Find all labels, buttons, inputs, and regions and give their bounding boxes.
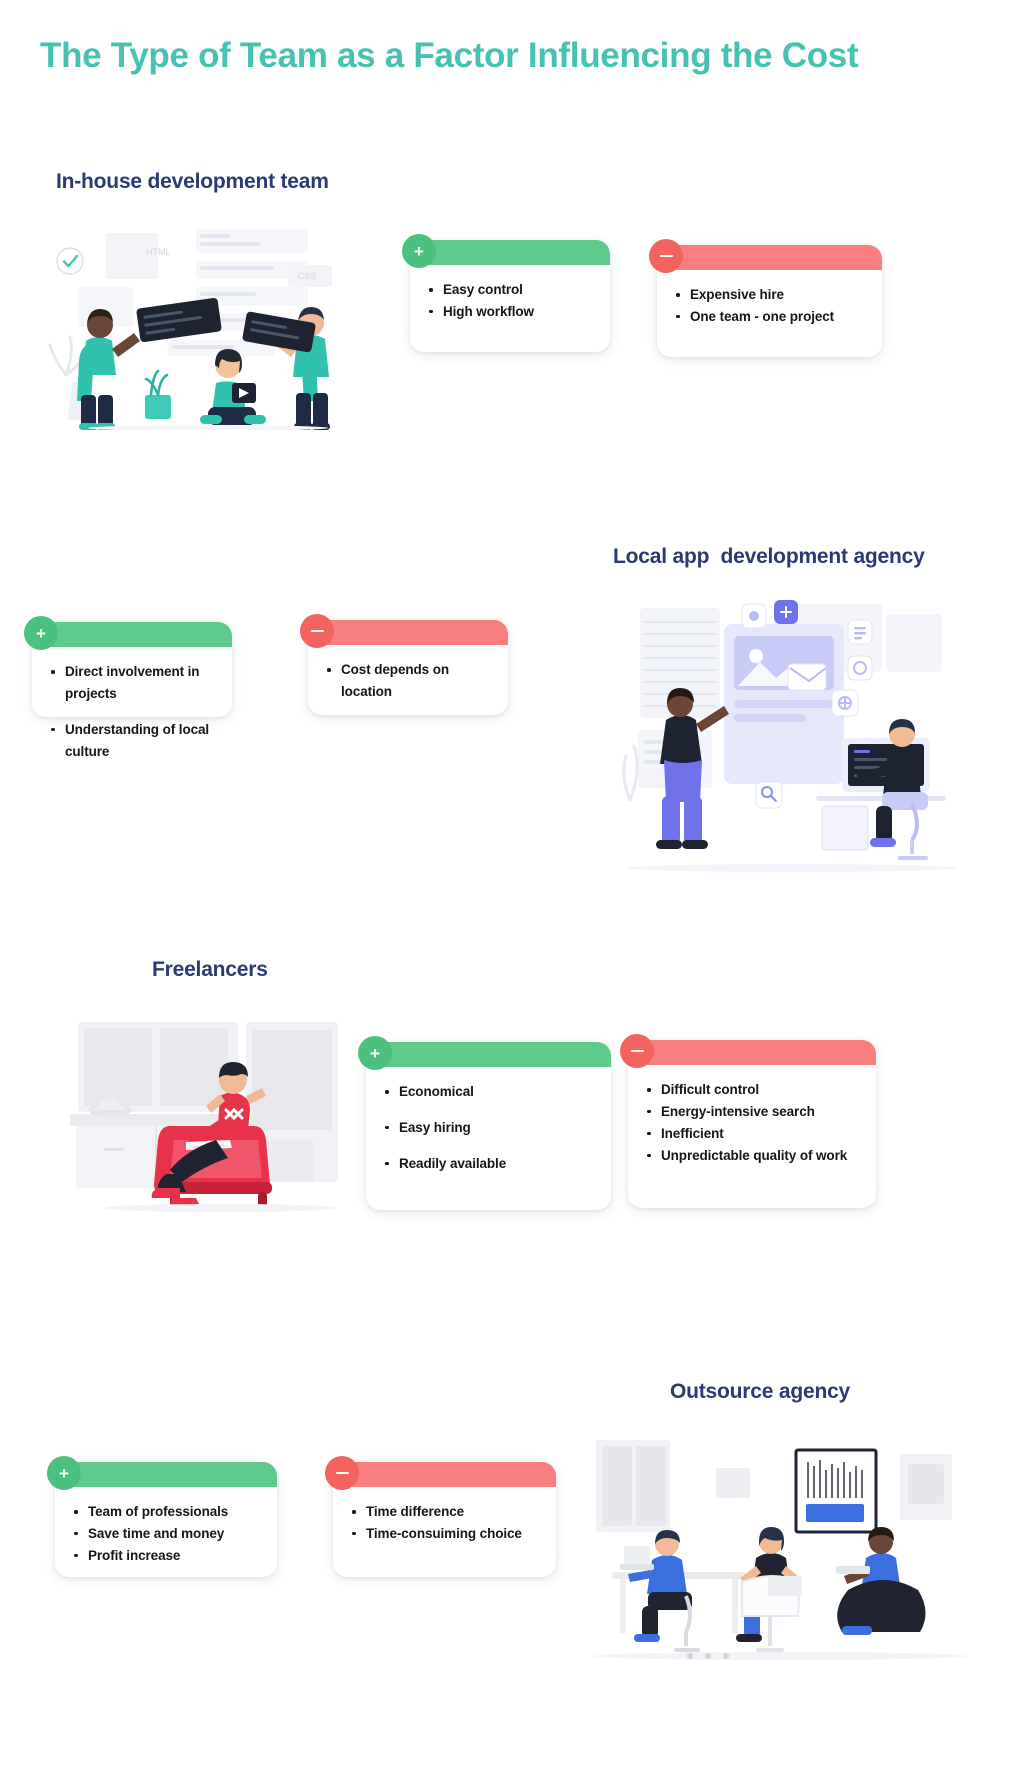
plus-icon: + bbox=[402, 234, 436, 268]
team-at-whiteboard-illustration: HTML CSS bbox=[48, 225, 348, 430]
card-header-negative bbox=[620, 1034, 876, 1068]
card-header-negative bbox=[325, 1456, 556, 1490]
section-heading-local-agency: Local app development agency bbox=[613, 545, 925, 568]
card-header-positive: + bbox=[24, 616, 232, 650]
list-item: Unpredictable quality of work bbox=[644, 1145, 860, 1167]
section-heading-freelancers: Freelancers bbox=[152, 958, 268, 981]
card-header-positive: + bbox=[402, 234, 610, 268]
card-header-positive: + bbox=[358, 1036, 611, 1070]
freelancer-on-armchair-illustration bbox=[70, 1022, 370, 1212]
svg-text:HTML: HTML bbox=[146, 247, 171, 257]
svg-text:CSS: CSS bbox=[298, 271, 317, 281]
list-item: Readily available bbox=[382, 1153, 595, 1175]
list-item: Direct involvement in projects bbox=[48, 661, 216, 705]
cons-card-in-house: Expensive hire One team - one project bbox=[649, 239, 882, 357]
cons-list-in-house: Expensive hire One team - one project bbox=[657, 270, 882, 342]
cons-list-freelancers: Difficult control Energy-intensive searc… bbox=[628, 1065, 876, 1180]
list-item: Difficult control bbox=[644, 1079, 860, 1101]
list-item: Inefficient bbox=[644, 1123, 860, 1145]
card-header-negative bbox=[649, 239, 882, 273]
cons-card-local-agency: Cost depends on location bbox=[300, 614, 508, 717]
list-item: Profit increase bbox=[71, 1545, 261, 1567]
list-item: Time-consuiming choice bbox=[349, 1523, 540, 1545]
designer-and-developer-illustration bbox=[620, 600, 965, 885]
card-header-positive: + bbox=[47, 1456, 277, 1490]
pros-list-freelancers: Economical Easy hiring Readily available bbox=[366, 1067, 611, 1189]
card-header-negative bbox=[300, 614, 508, 648]
page-title: The Type of Team as a Factor Influencing… bbox=[40, 36, 859, 75]
pros-list-outsource: Team of professionals Save time and mone… bbox=[55, 1487, 277, 1581]
list-item: Energy-intensive search bbox=[644, 1101, 860, 1123]
list-item: Expensive hire bbox=[673, 284, 866, 306]
minus-icon bbox=[620, 1034, 654, 1068]
cons-card-freelancers: Difficult control Energy-intensive searc… bbox=[620, 1034, 876, 1208]
list-item: One team - one project bbox=[673, 306, 866, 328]
cons-card-outsource: Time difference Time-consuiming choice bbox=[325, 1456, 556, 1577]
section-heading-in-house: In-house development team bbox=[56, 170, 329, 193]
list-item: Save time and money bbox=[71, 1523, 261, 1545]
list-item: Easy control bbox=[426, 279, 594, 301]
plus-icon: + bbox=[358, 1036, 392, 1070]
office-meeting-illustration bbox=[590, 1440, 970, 1675]
plus-icon: + bbox=[47, 1456, 81, 1490]
section-heading-outsource: Outsource agency bbox=[670, 1380, 851, 1403]
list-item: Easy hiring bbox=[382, 1117, 595, 1139]
minus-icon bbox=[649, 239, 683, 273]
pros-card-in-house: + Easy control High workflow bbox=[402, 234, 610, 352]
list-item: High workflow bbox=[426, 301, 594, 323]
pros-card-outsource: + Team of professionals Save time and mo… bbox=[47, 1456, 277, 1577]
cons-list-local-agency: Cost depends on location bbox=[308, 645, 508, 717]
minus-icon bbox=[300, 614, 334, 648]
plus-icon: + bbox=[24, 616, 58, 650]
cons-list-outsource: Time difference Time-consuiming choice bbox=[333, 1487, 556, 1559]
list-item: Understanding of local culture bbox=[48, 719, 216, 763]
list-item: Team of professionals bbox=[71, 1501, 261, 1523]
list-item: Time difference bbox=[349, 1501, 540, 1523]
pros-card-freelancers: + Economical Easy hiring Readily availab… bbox=[358, 1036, 611, 1210]
minus-icon bbox=[325, 1456, 359, 1490]
pros-list-local-agency: Direct involvement in projects Understan… bbox=[32, 647, 232, 776]
list-item: Economical bbox=[382, 1081, 595, 1103]
pros-list-in-house: Easy control High workflow bbox=[410, 265, 610, 337]
list-item: Cost depends on location bbox=[324, 659, 492, 703]
pros-card-local-agency: + Direct involvement in projects Underst… bbox=[24, 616, 232, 759]
